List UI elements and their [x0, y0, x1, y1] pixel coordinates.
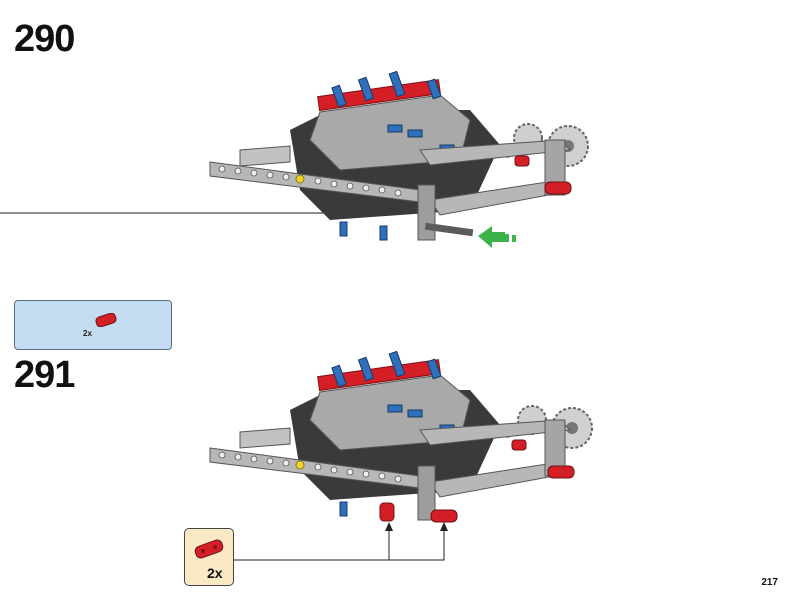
callout-quantity: 2x — [207, 565, 223, 581]
step-number: 291 — [14, 354, 75, 396]
red-connector-icon — [379, 439, 575, 523]
green-arrow-icon — [478, 226, 516, 248]
arrow-head-icon — [385, 522, 448, 531]
parts-list-box: 2x — [14, 300, 172, 350]
step-number: 290 — [14, 18, 75, 60]
gray-beam-icon — [209, 139, 572, 241]
page-number: 217 — [761, 577, 778, 588]
red-connector-icon — [194, 539, 224, 559]
red-beam-icon — [317, 79, 441, 112]
red-connector-icon — [514, 155, 572, 195]
red-beam-icon — [317, 359, 441, 392]
blue-pins-icon — [331, 70, 510, 241]
red-connector-icon — [95, 313, 117, 327]
callout-arrows — [234, 528, 445, 561]
parts-quantity: 2x — [83, 329, 92, 338]
callout-box: 2x — [184, 528, 234, 586]
axle-icon — [424, 222, 474, 237]
